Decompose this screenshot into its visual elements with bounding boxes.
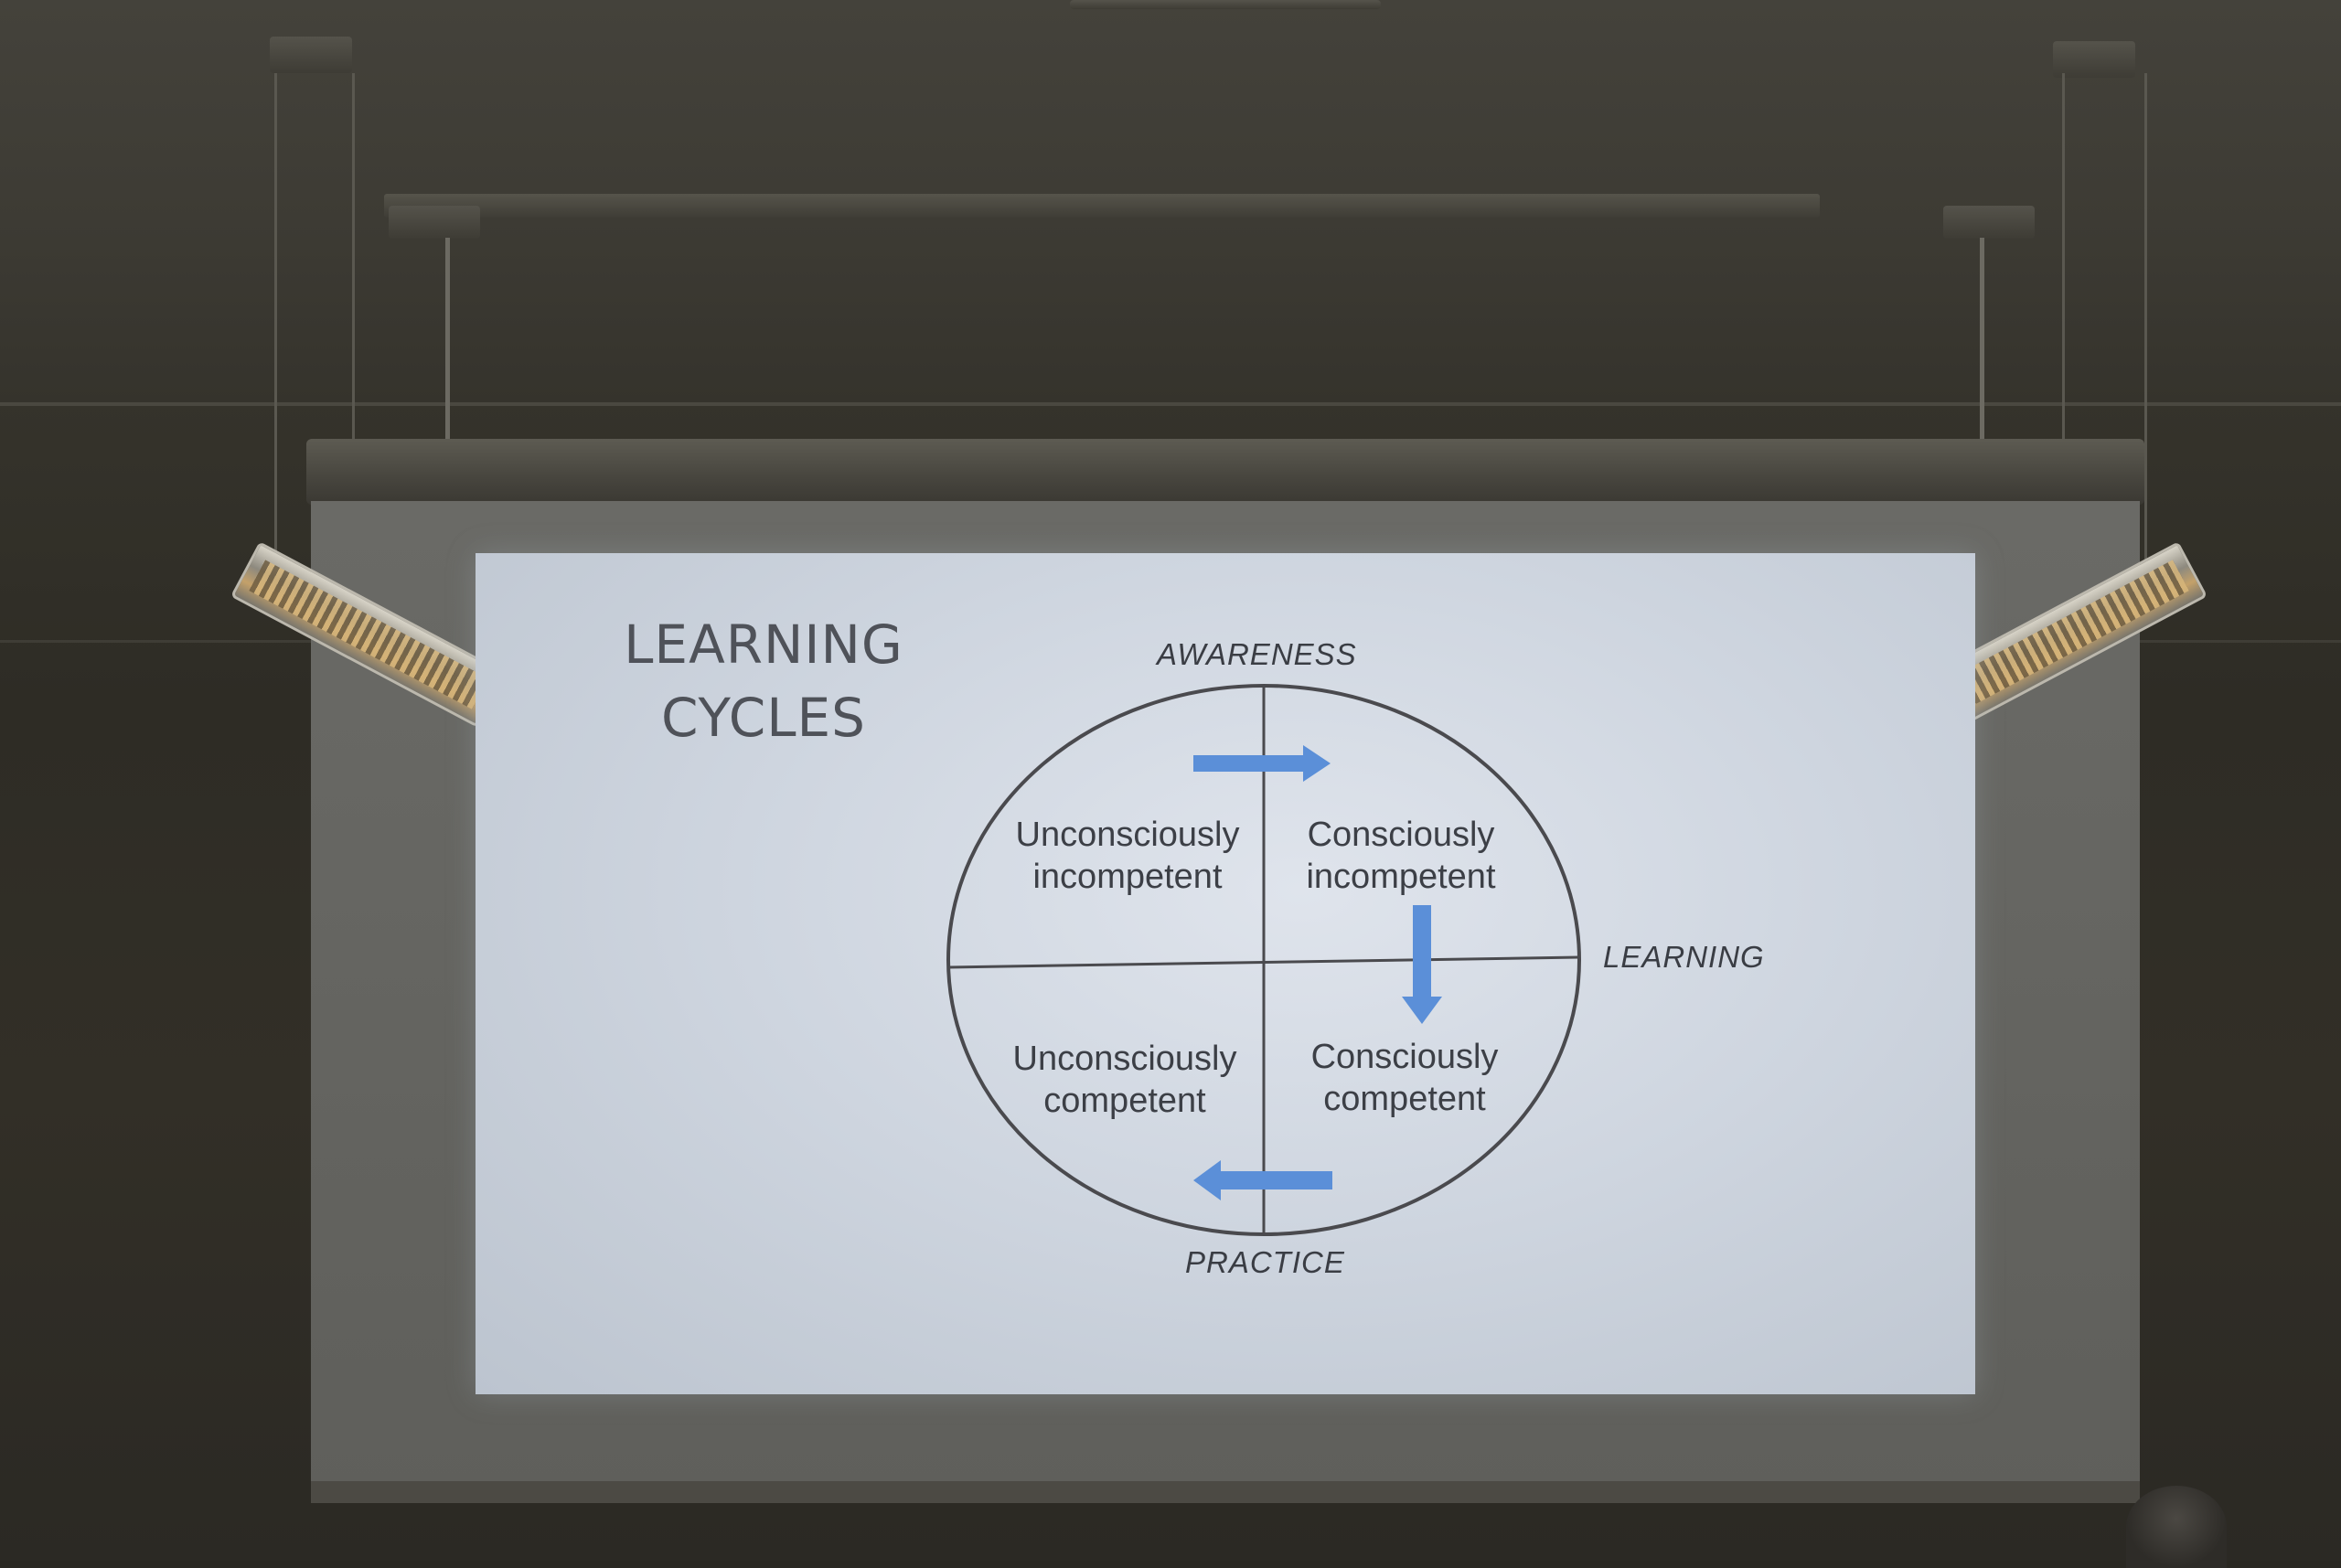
horizontal-axis-line (947, 955, 1580, 969)
cable-right-b (2144, 73, 2147, 585)
audience-head (2126, 1486, 2227, 1568)
quadrant-bottom-right-line2: competent (1323, 1080, 1486, 1118)
projector-screen-housing (306, 439, 2144, 505)
learning-cycle-diagram (946, 684, 1581, 1236)
quadrant-bottom-right: Consciously competent (1267, 1036, 1542, 1120)
rail-bracket-left (389, 206, 480, 239)
quadrant-top-left-line2: incompetent (1032, 858, 1223, 896)
cable-right-a (2062, 73, 2065, 585)
ceiling-light (1070, 0, 1381, 9)
cable-left-coil (445, 238, 450, 622)
ceiling-mount-left (270, 37, 352, 73)
cable-left-b (352, 73, 355, 585)
quadrant-top-right: Consciously incompetent (1264, 814, 1538, 898)
slide-title-line1: LEARNING (624, 613, 903, 676)
cable-left-a (274, 73, 277, 585)
axis-label-practice: PRACTICE (1185, 1245, 1345, 1279)
axis-label-learning: LEARNING (1603, 940, 1765, 974)
ceiling-mount-right (2053, 41, 2135, 78)
cable-right-coil (1980, 238, 1984, 622)
slide-title: LEARNING CYCLES (608, 608, 919, 754)
quadrant-top-right-line1: Consciously (1307, 816, 1495, 854)
quadrant-bottom-left-line1: Unconsciously (1012, 1040, 1237, 1078)
arrow-left-icon (1193, 1160, 1332, 1200)
slide-title-line2: CYCLES (660, 687, 866, 749)
projected-slide: LEARNING CYCLES AWARENESS LEARNING PRACT… (476, 553, 1975, 1394)
wall-trim (0, 402, 2341, 406)
quadrant-top-left: Unconsciously incompetent (990, 814, 1265, 898)
quadrant-top-left-line1: Unconsciously (1015, 816, 1240, 854)
ceiling-rail (384, 194, 1820, 218)
arrow-down-icon (1402, 905, 1442, 1024)
arrow-right-icon (1193, 745, 1331, 782)
quadrant-bottom-right-line1: Consciously (1310, 1038, 1499, 1076)
projector-screen-bottom (311, 1481, 2140, 1503)
quadrant-bottom-left: Unconsciously competent (988, 1038, 1262, 1122)
rail-bracket-right (1943, 206, 2035, 239)
quadrant-bottom-left-line2: competent (1043, 1082, 1206, 1120)
axis-label-awareness: AWARENESS (1157, 637, 1357, 671)
quadrant-top-right-line2: incompetent (1306, 858, 1496, 896)
